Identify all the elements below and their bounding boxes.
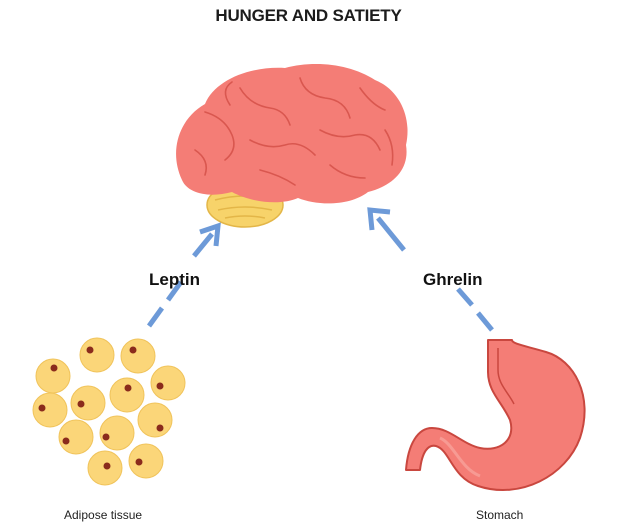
diagram-title: HUNGER AND SATIETY xyxy=(215,6,402,25)
stomach-label: Stomach xyxy=(476,508,524,522)
ghrelin-arrow xyxy=(367,207,494,332)
ghrelin-label: Ghrelin xyxy=(423,270,483,289)
leptin-label: Leptin xyxy=(149,270,200,289)
stomach-icon xyxy=(405,339,586,491)
adipose-label: Adipose tissue xyxy=(64,508,143,522)
leptin-arrow xyxy=(146,222,221,328)
brain-icon xyxy=(176,64,408,228)
cerebrum xyxy=(176,64,408,204)
adipose-cells-icon xyxy=(32,337,186,486)
